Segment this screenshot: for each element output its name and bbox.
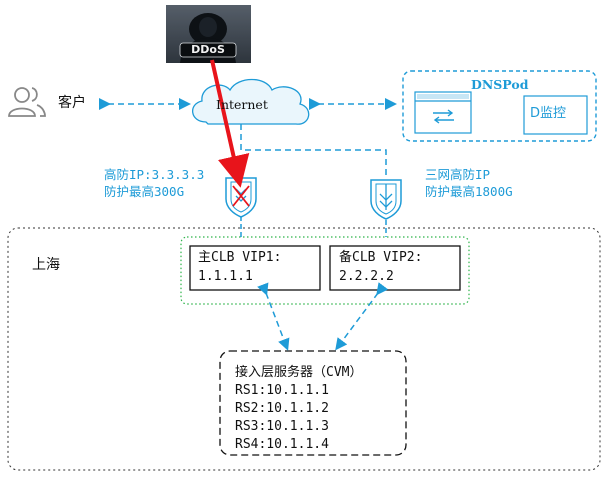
ddos-attacker-image <box>166 5 251 63</box>
client-label: 客户 <box>58 95 86 111</box>
server-row: RS4:10.1.1.4 <box>235 437 329 452</box>
internet-to-triple-ip-link <box>240 124 387 176</box>
clb-primary-box <box>189 245 321 291</box>
internet-label: Internet <box>216 97 268 112</box>
high-def-ip-line2: 防护最高300G <box>104 184 185 199</box>
clb-primary-line2: 1.1.1.1 <box>198 269 253 284</box>
d-monitor-label: D监控 <box>530 106 567 121</box>
dnspod-title: DNSPod <box>471 77 529 92</box>
region-shanghai-box <box>7 227 601 471</box>
dnspod-box <box>402 70 597 142</box>
internet-cloud-icon <box>192 78 310 125</box>
clb-primary-line1: 主CLB VIP1: <box>198 250 282 265</box>
access-layer-box <box>219 350 407 456</box>
triple-ip-line2: 防护最高1800G <box>425 184 513 199</box>
triple-ip-shield-icon <box>370 179 402 220</box>
server-row: RS3:10.1.1.3 <box>235 419 329 434</box>
high-def-ip-line1: 高防IP:3.3.3.3 <box>104 167 205 182</box>
dnspod-window-icon <box>414 91 472 134</box>
access-layer-title: 接入层服务器（CVM） <box>235 365 363 380</box>
ddos-label: DDoS <box>191 43 225 56</box>
high-def-ip-shield-icon <box>225 177 257 218</box>
clb-backup-line2: 2.2.2.2 <box>339 269 394 284</box>
clb-backup-to-access-link <box>335 282 389 351</box>
clb-backup-line1: 备CLB VIP2: <box>339 250 423 265</box>
d-monitor-box <box>523 95 588 135</box>
server-row: RS2:10.1.1.2 <box>235 401 329 416</box>
region-label: 上海 <box>32 257 60 273</box>
clb-group-box <box>180 236 470 305</box>
clb-primary-to-access-link <box>257 282 290 351</box>
client-user-icon <box>8 87 46 117</box>
ddos-attack-arrow <box>210 59 250 188</box>
triple-ip-line1: 三网高防IP <box>425 167 491 182</box>
server-row: RS1:10.1.1.1 <box>235 383 329 398</box>
